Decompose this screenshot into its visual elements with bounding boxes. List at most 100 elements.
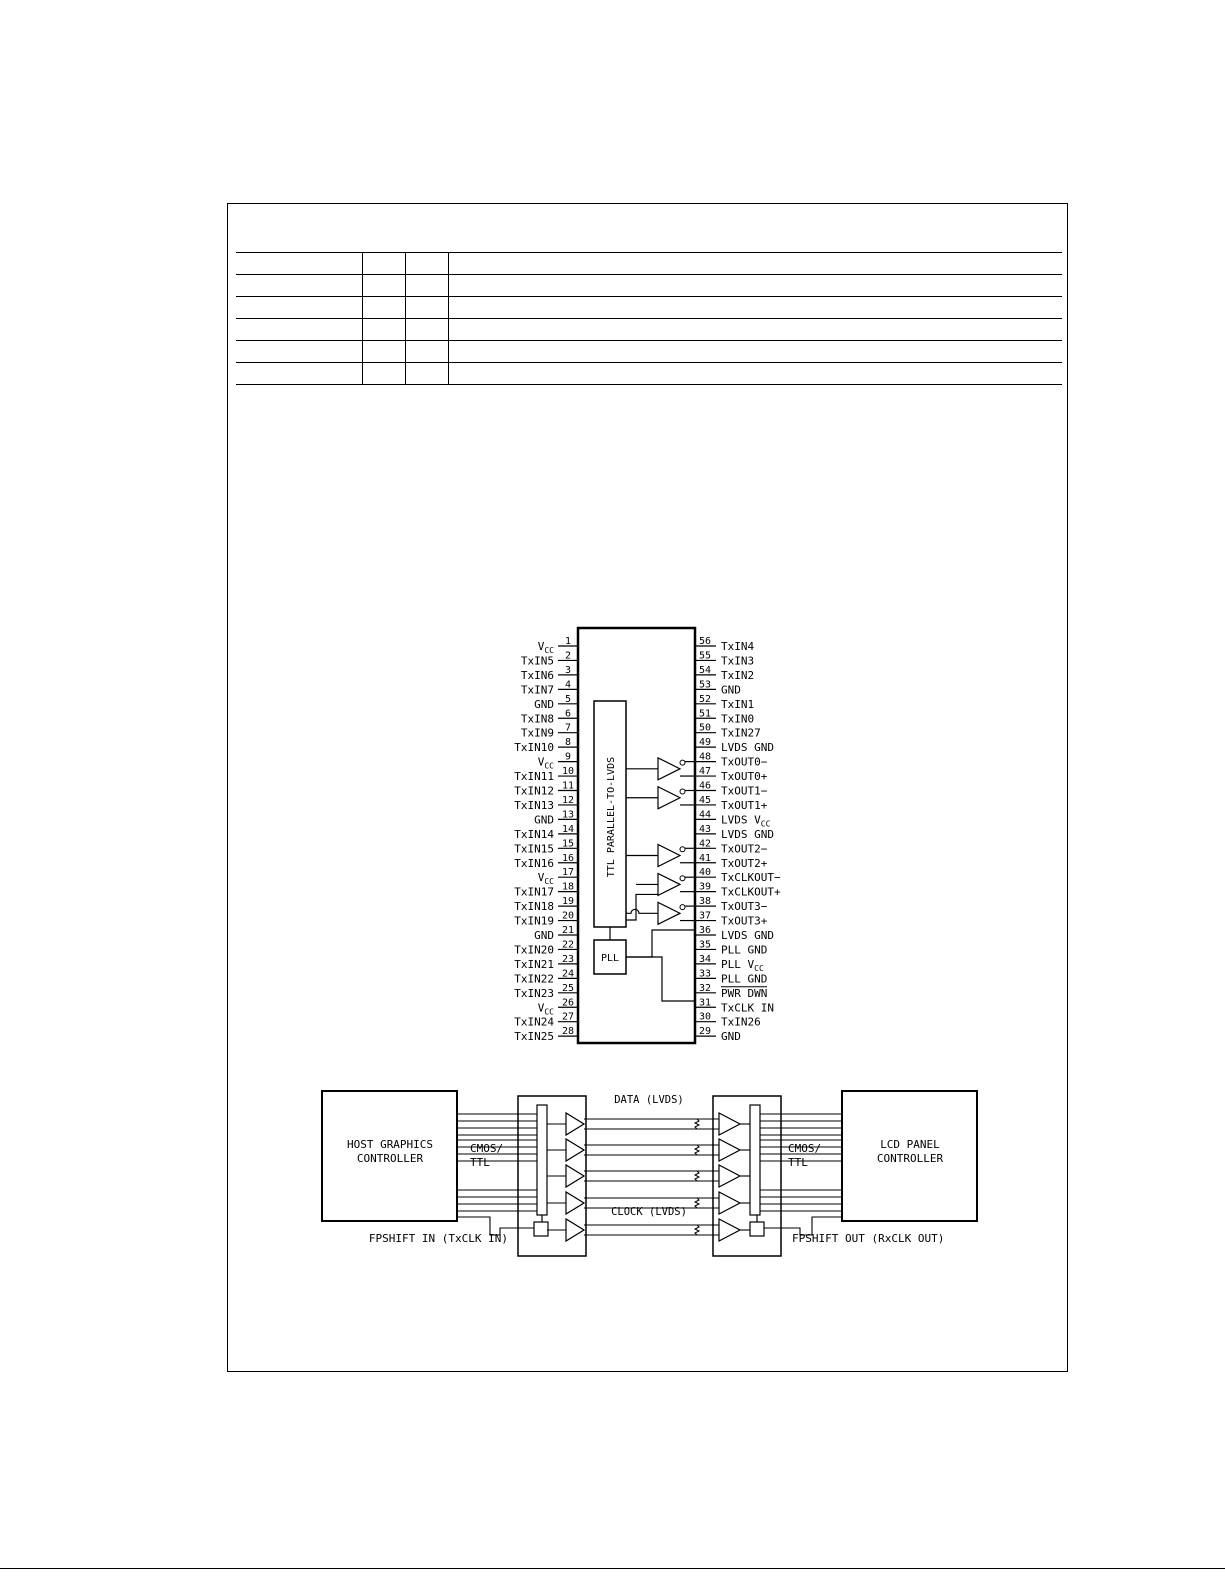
- lcd-panel-controller-box: [841, 1090, 978, 1222]
- pin-8-name: TxIN10: [514, 741, 554, 754]
- tx-pll: [533, 1221, 549, 1237]
- pin-26-number: 26: [562, 997, 574, 1008]
- pin-36-name: LVDS GND: [721, 929, 774, 942]
- cmos-ttl-left-line2: TTL: [470, 1156, 490, 1169]
- rx-pll: [749, 1221, 765, 1237]
- pin-17-name: VCC: [538, 871, 554, 886]
- pin-41-number: 41: [699, 853, 711, 864]
- pin-5-number: 5: [565, 694, 571, 705]
- ic-package-outline: [576, 626, 697, 1045]
- pin-30-number: 30: [699, 1012, 711, 1023]
- lvds-drivers: [626, 756, 695, 926]
- pin-7-name: TxIN9: [521, 727, 554, 740]
- pin-45-number: 45: [699, 795, 711, 806]
- pll-gnd-wire: [626, 929, 695, 958]
- rx-receiver: [718, 1218, 742, 1242]
- pin-26-name: VCC: [538, 1001, 554, 1016]
- pin-46-number: 46: [699, 781, 711, 792]
- fpshift-out-label: FPSHIFT OUT (RxCLK OUT): [792, 1232, 944, 1245]
- cmos-ttl-right-line2: TTL: [788, 1156, 808, 1169]
- rx-receiver: [718, 1112, 742, 1136]
- table-cell: [447, 362, 1062, 385]
- pin-21-name: GND: [534, 929, 554, 942]
- table-cell: [361, 362, 405, 385]
- pin-48-name: TxOUT0−: [721, 756, 768, 769]
- pin-18-name: TxIN17: [514, 886, 554, 899]
- pin-56-name: TxIN4: [721, 640, 754, 653]
- pin-14-name: TxIN14: [514, 828, 554, 841]
- tx-driver: [565, 1190, 586, 1216]
- data-lvds-label: DATA (LVDS): [614, 1094, 684, 1106]
- receiver-box: [712, 1095, 782, 1257]
- pin-12-name: TxIN13: [514, 799, 554, 812]
- rx-receiver: [718, 1191, 742, 1215]
- cmos-ttl-right-line1: CMOS/: [788, 1142, 821, 1155]
- pin-52-name: TxIN1: [721, 698, 754, 711]
- pin-4-name: TxIN7: [521, 683, 554, 696]
- pin-28-name: TxIN25: [514, 1030, 554, 1043]
- pin-2-number: 2: [565, 650, 571, 661]
- pin-56-number: 56: [699, 636, 711, 647]
- pin-16-number: 16: [562, 853, 574, 864]
- pin-34-name: PLL VCC: [721, 958, 764, 973]
- pin-17-number: 17: [562, 867, 574, 878]
- pin-16-name: TxIN16: [514, 857, 554, 870]
- pin-49-name: LVDS GND: [721, 741, 774, 754]
- pin-24-name: TxIN22: [514, 972, 554, 985]
- pin-15-number: 15: [562, 838, 574, 849]
- pin-10-number: 10: [562, 766, 574, 777]
- pin-44-number: 44: [699, 809, 711, 820]
- tx-driver: [565, 1163, 586, 1189]
- table-cell: [404, 362, 448, 385]
- pin-31-number: 31: [699, 997, 711, 1008]
- pin-42-name: TxOUT2−: [721, 842, 768, 855]
- pin-10-name: TxIN11: [514, 770, 554, 783]
- pin-3-number: 3: [565, 665, 571, 676]
- parameter-table: [236, 252, 1062, 385]
- pin-23-number: 23: [562, 954, 574, 965]
- pin-31-name: TxCLK IN: [721, 1001, 774, 1014]
- pin-19-name: TxIN18: [514, 900, 554, 913]
- rx-receiver: [718, 1138, 742, 1162]
- pin-9-name: VCC: [538, 756, 554, 771]
- cmos-ttl-left-line1: CMOS/: [470, 1142, 503, 1155]
- pll-label: PLL: [601, 953, 619, 964]
- pin-20-number: 20: [562, 911, 574, 922]
- pin-35-number: 35: [699, 939, 711, 950]
- pin-19-number: 19: [562, 896, 574, 907]
- pin-38-name: TxOUT3−: [721, 900, 768, 913]
- pin-6-name: TxIN8: [521, 712, 554, 725]
- system-signal-lines: [457, 1111, 842, 1243]
- table-row: [236, 252, 1062, 275]
- table-row: [236, 274, 1062, 297]
- pin-33-name: PLL GND: [721, 972, 767, 985]
- pin-11-number: 11: [562, 781, 574, 792]
- pin-11-name: TxIN12: [514, 785, 554, 798]
- transmitter-box: [517, 1095, 587, 1257]
- pin-22-name: TxIN20: [514, 943, 554, 956]
- tx-driver: [565, 1137, 586, 1163]
- pin-37-name: TxOUT3+: [721, 915, 768, 928]
- pin-7-number: 7: [565, 723, 571, 734]
- pin-40-name: TxCLKOUT−: [721, 871, 781, 884]
- pin-43-number: 43: [699, 824, 711, 835]
- pin-53-number: 53: [699, 679, 711, 690]
- clock-lvds-label: CLOCK (LVDS): [611, 1206, 687, 1218]
- pin-8-number: 8: [565, 737, 571, 748]
- pin-51-number: 51: [699, 708, 711, 719]
- pin-4-number: 4: [565, 679, 571, 690]
- pin-15-name: TxIN15: [514, 842, 554, 855]
- pin-48-number: 48: [699, 752, 711, 763]
- pin-44-name: LVDS VCC: [721, 813, 771, 828]
- pin-1-number: 1: [565, 636, 571, 647]
- pin-28-number: 28: [562, 1026, 574, 1037]
- pin-49-number: 49: [699, 737, 711, 748]
- pin-47-name: TxOUT0+: [721, 770, 768, 783]
- pin-24-number: 24: [562, 968, 574, 979]
- tx-driver: [565, 1217, 586, 1243]
- table-cell: [236, 362, 362, 385]
- pin-39-number: 39: [699, 882, 711, 893]
- fpshift-in-label: FPSHIFT IN (TxCLK IN): [369, 1232, 508, 1245]
